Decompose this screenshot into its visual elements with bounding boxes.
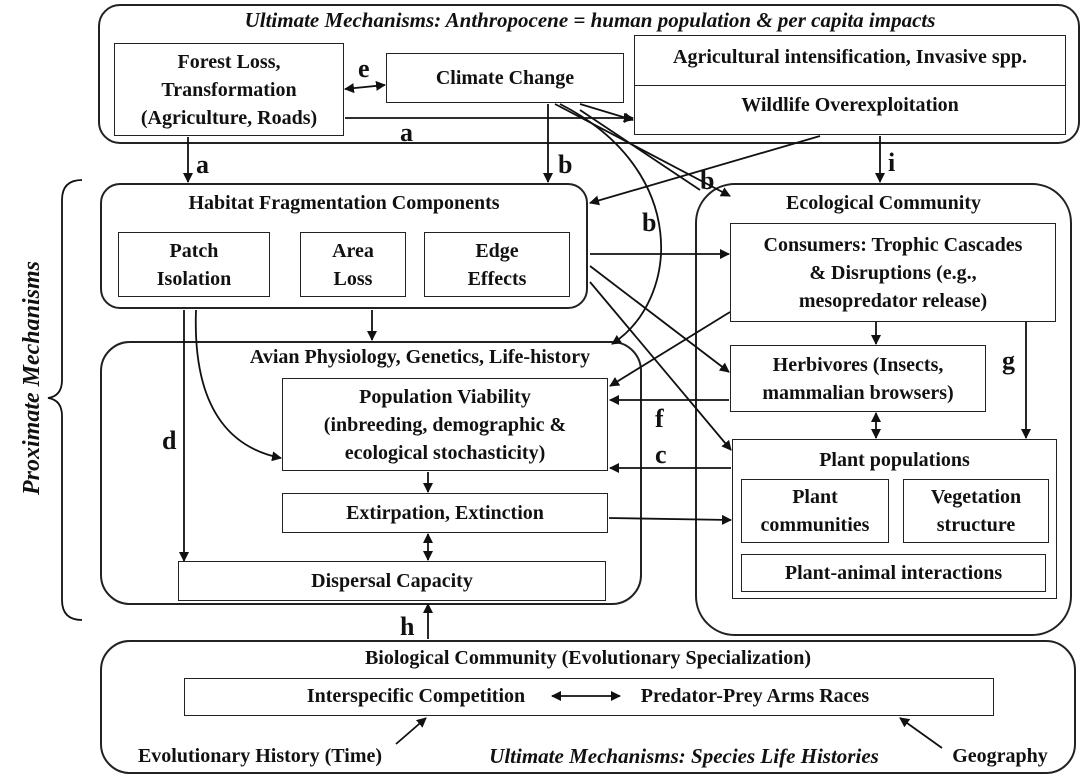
wildlife-overexploitation-label: Wildlife Overexploitation — [741, 94, 959, 116]
dispersal-capacity-box: Dispersal Capacity — [178, 561, 606, 601]
label-b-curve: b — [642, 208, 657, 237]
proximate-bracket — [47, 179, 83, 621]
ecological-community-title: Ecological Community — [786, 192, 981, 214]
predator-prey-label: Predator-Prey Arms Races — [640, 685, 870, 707]
evolutionary-history-label: Evolutionary History (Time) — [137, 745, 383, 767]
avian-panel-title: Avian Physiology, Genetics, Life-history — [249, 346, 591, 368]
ultimate-mechanisms-title: Ultimate Mechanisms: Anthropocene = huma… — [244, 8, 936, 32]
label-h: h — [400, 612, 415, 641]
edge-effects-box: Edge Effects — [424, 232, 570, 297]
geography-label: Geography — [952, 745, 1048, 767]
plant-animal-interactions-box: Plant-animal interactions — [741, 554, 1046, 592]
label-c: c — [655, 440, 667, 469]
patch-isolation-box: Patch Isolation — [118, 232, 270, 297]
label-a-vertical: a — [196, 150, 209, 179]
species-life-histories-label: Ultimate Mechanisms: Species Life Histor… — [489, 744, 879, 768]
label-d: d — [162, 426, 177, 455]
herbivores-box: Herbivores (Insects, mammalian browsers) — [730, 345, 986, 412]
plant-populations-title: Plant populations — [819, 449, 970, 471]
extirpation-extinction-box: Extirpation, Extinction — [282, 493, 608, 533]
label-e: e — [358, 54, 370, 83]
area-loss-box: Area Loss — [300, 232, 406, 297]
biological-community-title: Biological Community (Evolutionary Speci… — [364, 647, 812, 669]
climate-change-box: Climate Change — [386, 53, 624, 103]
agri-intensification-label: Agricultural intensification, Invasive s… — [673, 46, 1027, 68]
habitat-fragmentation-title: Habitat Fragmentation Components — [188, 192, 500, 214]
label-b-diagonal: b — [700, 166, 715, 195]
label-b-vertical: b — [558, 150, 573, 179]
consumers-box: Consumers: Trophic Cascades & Disruption… — [730, 223, 1056, 322]
label-g: g — [1002, 346, 1015, 375]
vegetation-structure-box: Vegetation structure — [903, 479, 1049, 543]
label-a-horizontal: a — [400, 118, 413, 147]
label-f: f — [655, 404, 664, 433]
interspecific-competition-label: Interspecific Competition — [306, 685, 526, 707]
proximate-mechanisms-label: Proximate Mechanisms — [19, 260, 45, 495]
competition-box — [184, 678, 994, 716]
drivers-divider — [634, 85, 1066, 86]
forest-loss-box: Forest Loss, Transformation (Agriculture… — [114, 43, 344, 136]
population-viability-box: Population Viability (inbreeding, demogr… — [282, 378, 608, 471]
plant-communities-box: Plant communities — [741, 479, 889, 543]
label-i: i — [888, 148, 896, 177]
